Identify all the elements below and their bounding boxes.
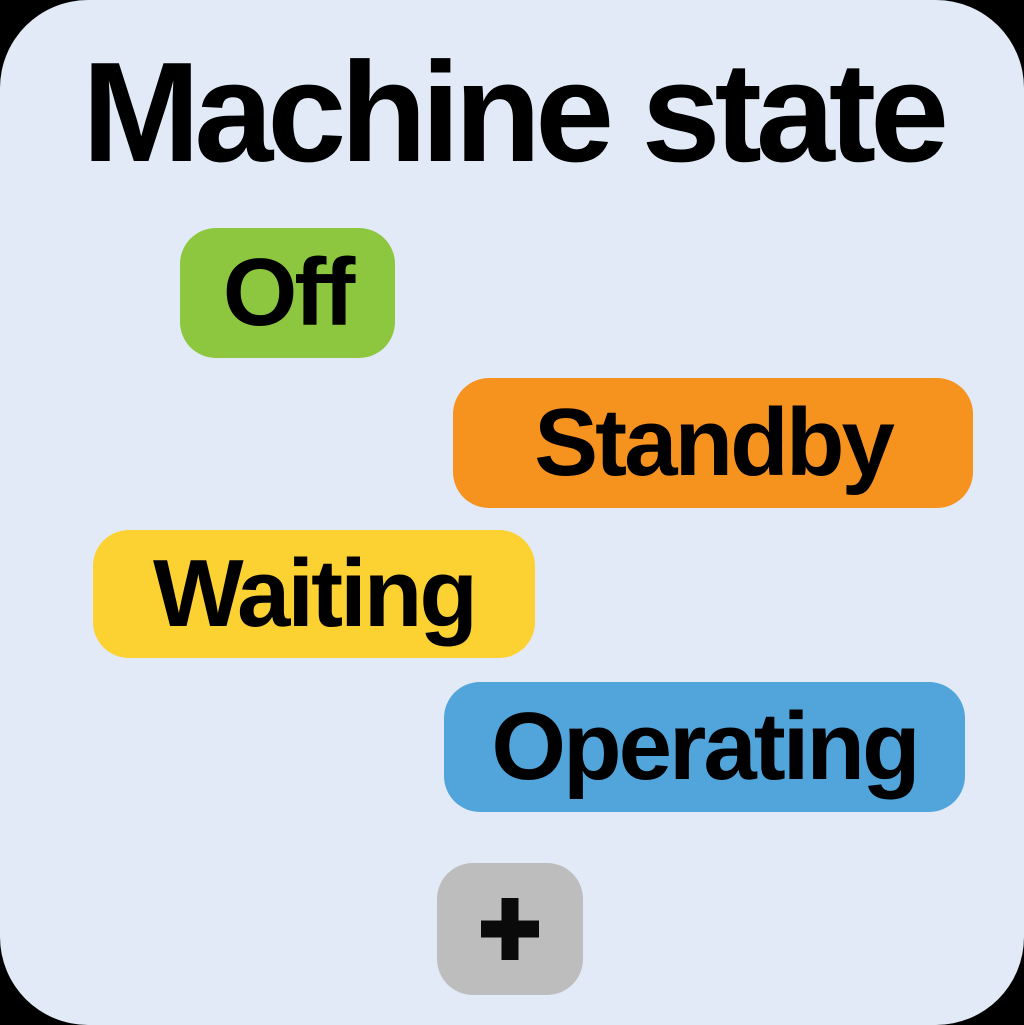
plus-icon (481, 898, 539, 960)
add-state-button[interactable] (437, 863, 583, 995)
state-badge-waiting[interactable]: Waiting (93, 530, 535, 658)
state-label-off: Off (222, 239, 356, 346)
state-badge-operating[interactable]: Operating (444, 682, 965, 812)
panel-title: Machine state (82, 33, 949, 192)
state-label-waiting: Waiting (152, 540, 478, 647)
state-label-operating: Operating (491, 693, 920, 800)
state-badge-standby[interactable]: Standby (453, 378, 973, 508)
state-label-standby: Standby (534, 389, 895, 496)
plus-icon-horizontal-bar (481, 920, 539, 938)
state-badge-off[interactable]: Off (180, 228, 395, 358)
